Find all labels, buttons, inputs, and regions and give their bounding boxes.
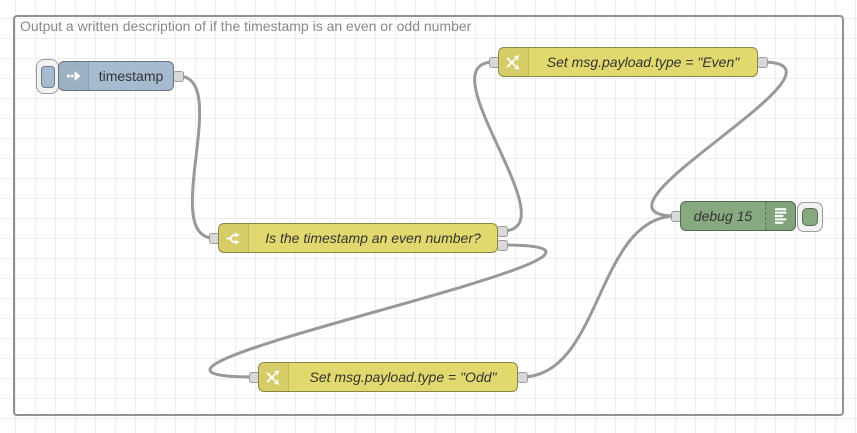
switch-fork-icon [219,224,249,252]
wire-change-even-out-to-debug-in[interactable] [650,60,788,218]
node-switch-even-check[interactable]: Is the timestamp an even number? [218,223,498,253]
node-label: Is the timestamp an even number? [265,230,481,246]
wire-switch-out1-to-change-even-in[interactable] [473,60,523,233]
debug-toggle-button-inner [802,208,818,226]
node-change-even[interactable]: Set msg.payload.type = "Even" [498,47,758,77]
port-timestamp-out[interactable] [173,71,184,82]
port-switch-out1[interactable] [497,226,508,237]
inject-arrow-icon [59,62,89,90]
wire-change-odd-out-to-debug-in[interactable] [520,214,678,379]
port-change-even-out[interactable] [757,57,768,68]
node-label: Set msg.payload.type = "Odd" [309,369,497,385]
node-label: debug 15 [693,208,753,224]
flow-group[interactable]: Output a written description of if the t… [13,15,844,416]
node-label: timestamp [98,68,164,84]
inject-trigger-button-inner [40,65,55,88]
change-swap-icon [259,363,289,391]
inject-trigger-button[interactable] [36,59,59,94]
change-swap-icon [499,48,529,76]
node-inject-timestamp[interactable]: timestamp [58,61,174,91]
debug-output-icon [765,202,795,230]
port-change-odd-out[interactable] [517,372,528,383]
port-switch-out2[interactable] [497,240,508,251]
group-label: Output a written description of if the t… [20,18,472,34]
node-change-odd[interactable]: Set msg.payload.type = "Odd" [258,362,518,392]
debug-toggle-button[interactable] [797,202,823,232]
wire-timestamp-out-to-switch-in[interactable] [176,74,216,240]
node-debug-15[interactable]: debug 15 [680,201,796,231]
wire-switch-out2-to-change-odd-in[interactable] [208,243,548,379]
node-label: Set msg.payload.type = "Even" [546,54,740,70]
